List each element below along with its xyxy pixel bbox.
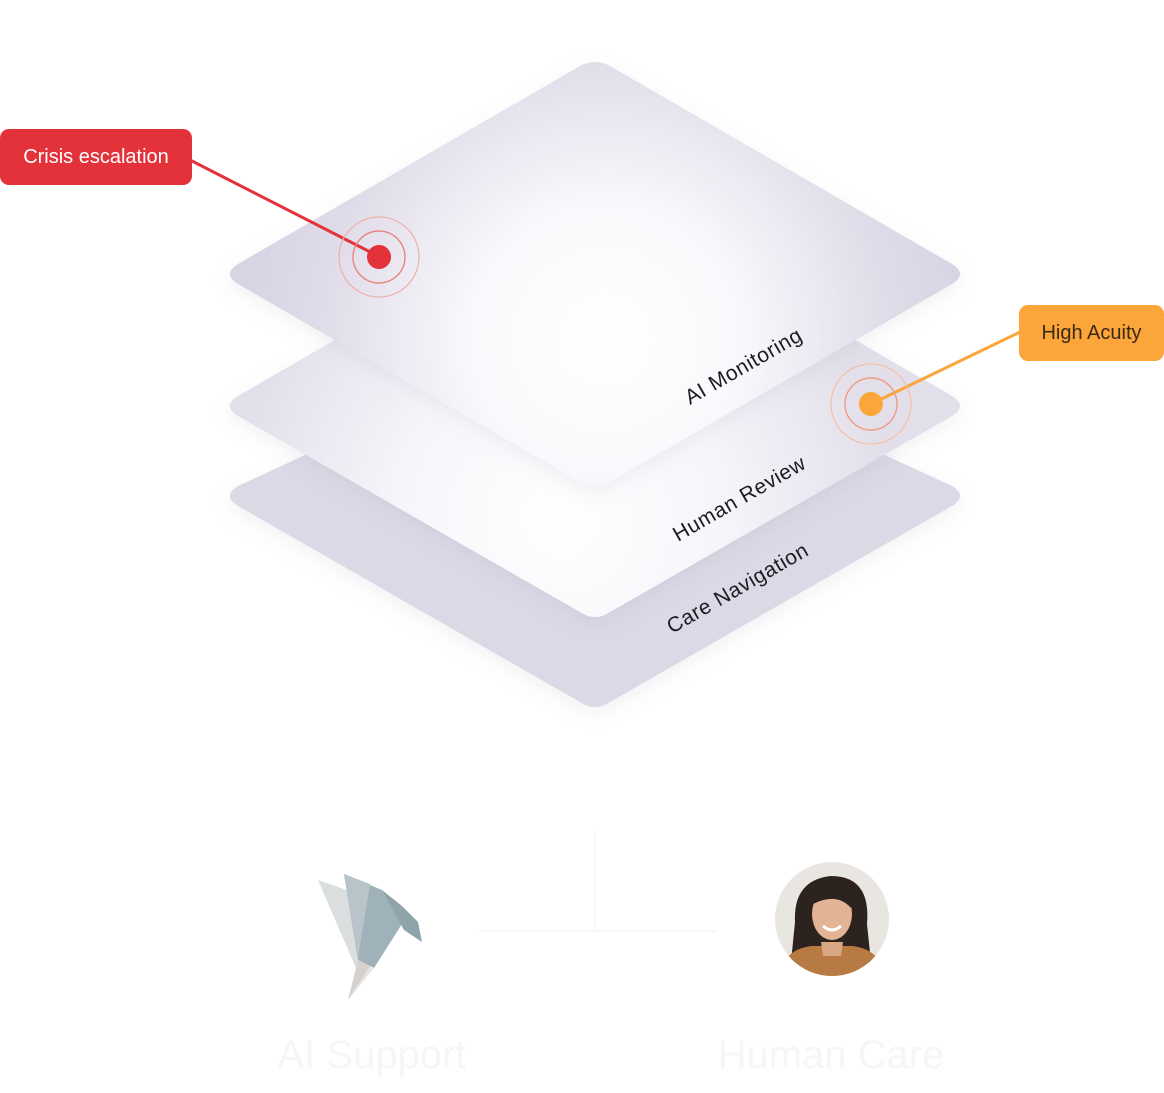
acuity-marker[interactable] <box>830 363 912 445</box>
human-care-avatar <box>775 862 889 976</box>
connector-vertical <box>594 830 596 930</box>
connector-horizontal <box>478 930 716 932</box>
layer-ai-monitoring <box>230 62 960 486</box>
crisis-connector-line <box>189 158 379 258</box>
crisis-escalation-callout[interactable]: Crisis escalation <box>0 129 192 185</box>
acuity-connector-line <box>870 330 1021 406</box>
origami-bird-icon <box>318 874 422 1000</box>
human-care-label: Human Care <box>717 1033 945 1077</box>
high-acuity-callout[interactable]: High Acuity <box>1019 305 1164 361</box>
crisis-marker[interactable] <box>338 216 420 298</box>
ai-support-label: AI Support <box>277 1033 467 1077</box>
layer-stack-diagram: AI Monitoring Human Review Care Navigati… <box>189 62 1021 707</box>
